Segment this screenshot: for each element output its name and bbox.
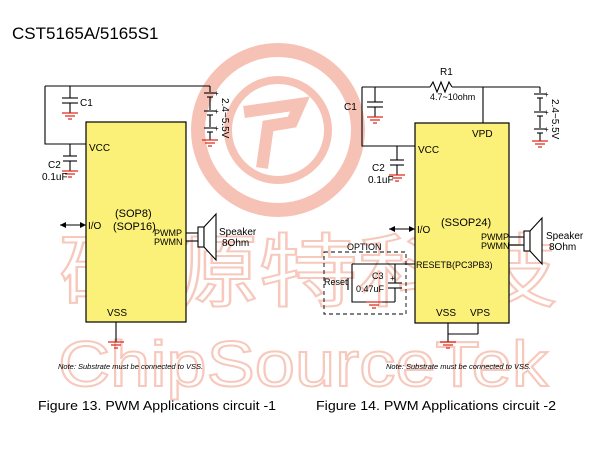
pwmn-pin-label: PWMN (481, 241, 510, 251)
c1-label: C1 (80, 98, 93, 109)
speaker-icon (197, 212, 217, 262)
svg-text:+: + (544, 90, 549, 99)
reset-label: Reset (324, 277, 348, 287)
speaker-label: Speaker (219, 227, 257, 238)
supply-voltage-label: 2.4~5.5V (549, 99, 560, 140)
ground-symbol (532, 140, 548, 148)
substrate-note: Note: Substrate must be connected to VSS… (58, 362, 203, 371)
speaker-ohm-label: 8Ohm (549, 242, 576, 253)
vcc-pin-label: VCC (418, 145, 439, 156)
package-label: (SSOP24) (441, 217, 491, 229)
r1-value: 4.7~10ohm (430, 92, 475, 102)
c3-value: 0.47uF (356, 284, 385, 294)
speaker-label: Speaker (546, 231, 584, 242)
ground-symbol (389, 174, 405, 182)
battery-symbol: + + + (534, 90, 549, 141)
io-pin-label: I/O (417, 225, 431, 236)
io-pin-label: I/O (88, 221, 102, 232)
c2-label: C2 (48, 160, 61, 171)
ic-chip-sop8 (85, 121, 187, 323)
c2-value: 0.1uF (42, 172, 68, 183)
option-box (323, 251, 407, 315)
svg-text:+: + (544, 108, 549, 117)
page-title: CST5165A/5165S1 (12, 24, 159, 43)
ground-symbol (108, 341, 124, 349)
package-label: (SOP16) (113, 221, 156, 233)
watermark-logo (191, 43, 365, 217)
resetb-pin-label: RESETB(PC3PB3) (416, 260, 493, 270)
supply-voltage-label: 2.4~5.5V (219, 98, 230, 139)
c3-label: C3 (372, 271, 384, 281)
vss-pin-label: VSS (107, 308, 127, 319)
svg-text:+: + (214, 107, 219, 116)
watermark-en-text: ChipSourceTek (58, 328, 549, 400)
vcc-pin-label: VCC (89, 143, 110, 154)
ground-symbol (366, 301, 382, 309)
c2-value: 0.1uF (368, 175, 394, 186)
speaker-ohm-label: 8Ohm (222, 238, 249, 249)
figure-14-caption: Figure 14. PWM Applications circuit -2 (316, 398, 556, 413)
vpd-pin-label: VPD (472, 129, 493, 140)
pwmp-pin-label: PWMP (481, 232, 509, 242)
figure-13-circuit: + + + (44, 85, 219, 349)
figure-14-circuit: + + + (323, 80, 549, 349)
r1-label: R1 (440, 67, 453, 78)
vss-pin-label: VSS (436, 308, 456, 319)
option-label: OPTION (347, 242, 382, 252)
svg-text:+: + (214, 124, 219, 133)
speaker-icon (523, 216, 543, 266)
svg-text:+: + (214, 89, 219, 98)
package-label: (SOP8) (115, 208, 152, 220)
c2-label: C2 (372, 163, 385, 174)
ground-symbol (62, 170, 78, 178)
ground-symbol (202, 139, 218, 147)
ground-symbol (440, 341, 456, 349)
ground-symbol (62, 112, 78, 120)
ground-symbol (367, 116, 383, 124)
pwmp-pin-label: PWMP (154, 228, 182, 238)
svg-text:+: + (390, 274, 395, 283)
substrate-note: Note: Substrate must be connected to VSS… (386, 362, 531, 371)
svg-text:+: + (544, 125, 549, 134)
figure-13-caption: Figure 13. PWM Applications circuit -1 (38, 398, 276, 413)
c1-label: C1 (344, 102, 357, 113)
vps-pin-label: VPS (470, 308, 490, 319)
pwmn-pin-label: PWMN (154, 237, 183, 247)
ic-chip-ssop24 (414, 122, 510, 324)
battery-symbol: + + + (204, 89, 219, 140)
